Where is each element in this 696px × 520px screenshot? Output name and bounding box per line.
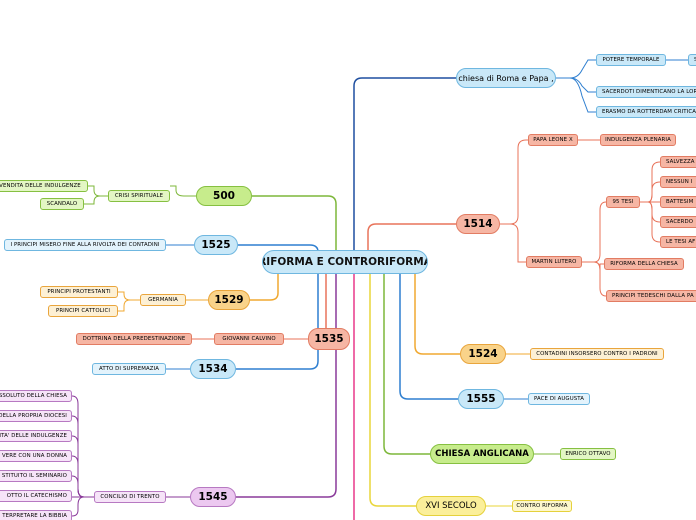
link-anglicana xyxy=(383,274,430,455)
leaf-crisi-spirituale[interactable]: CRISI SPIRITUALE xyxy=(108,190,170,202)
leaf-tesi-salvezza[interactable]: SALVEZZA xyxy=(660,156,696,168)
topic-chiesa-roma[interactable]: chiesa di Roma e Papa , xyxy=(456,68,556,88)
topic-1529[interactable]: 1529 xyxy=(208,290,250,310)
leaf-principi-tedeschi[interactable]: PRINCIPI TEDESCHI DALLA PA xyxy=(606,290,696,302)
leaf-concilio-item-5[interactable]: STITUITO IL SEMINARIO xyxy=(0,470,72,482)
leaf-erasmo[interactable]: ERASMO DA ROTTERDAM CRITICA xyxy=(596,106,696,118)
link-chiesa xyxy=(353,77,456,250)
leaf-enrico-ottavo[interactable]: ENRICO OTTAVO xyxy=(560,448,616,460)
leaf-tesi-battesimo[interactable]: BATTESIM xyxy=(660,196,696,208)
topic-1535[interactable]: 1535 xyxy=(308,328,350,350)
leaf-principi-protestanti[interactable]: PRINCIPI PROTESTANTI xyxy=(40,286,118,298)
leaf-sub-s[interactable]: S xyxy=(688,54,696,66)
leaf-riforma-chiesa[interactable]: RIFORMA DELLA CHIESA xyxy=(604,258,684,270)
leaf-dottrina-predestinazione[interactable]: DOTTRINA DELLA PREDESTINAZIONE xyxy=(76,333,192,345)
leaf-martin-lutero[interactable]: MARTIN LUTERO xyxy=(526,256,582,268)
topic-1545[interactable]: 1545 xyxy=(190,487,236,507)
leaf-giovanni-calvino[interactable]: GIOVANNI CALVINO xyxy=(214,333,284,345)
leaf-tesi-affisse[interactable]: LE TESI AF xyxy=(660,236,696,248)
topic-1534[interactable]: 1534 xyxy=(190,359,236,379)
leaf-atto-supremazia[interactable]: ATTO DI SUPREMAZIA xyxy=(92,363,166,375)
leaf-concilio-trento[interactable]: CONCILIO DI TRENTO xyxy=(94,491,166,503)
leaf-principi-misero-fine[interactable]: I PRINCIPI MISERO FINE ALLA RIVOLTA DEI … xyxy=(4,239,166,251)
leaf-concilio-item-6[interactable]: OTTO IL CATECHISMO xyxy=(0,490,72,502)
leaf-concilio-item-1[interactable]: ASSOLUTO DELLA CHIESA xyxy=(0,390,72,402)
leaf-95-tesi[interactable]: 95 TESI xyxy=(606,196,640,208)
leaf-germania[interactable]: GERMANIA xyxy=(140,294,186,306)
leaf-indulgenza-plenaria[interactable]: INDULGENZA PLENARIA xyxy=(600,134,676,146)
leaf-concilio-item-2[interactable]: DELLA PROPRIA DIOCESI xyxy=(0,410,72,422)
link-1524 xyxy=(414,274,460,355)
leaf-sacerdoti[interactable]: SACERDOTI DIMENTICANO LA LORO MISSIONE xyxy=(596,86,696,98)
link-1534 xyxy=(236,274,319,370)
leaf-tesi-sacerdoti[interactable]: SACERDO xyxy=(660,216,696,228)
topic-1525[interactable]: 1525 xyxy=(194,235,238,255)
leaf-principi-cattolici[interactable]: PRINCIPI CATTOLICI xyxy=(48,305,118,317)
leaf-concilio-item-4[interactable]: VERE CON UNA DONNA xyxy=(0,450,72,462)
leaf-pace-augusta[interactable]: PACE DI AUGUSTA xyxy=(528,393,590,405)
central-topic[interactable]: RIFORMA E CONTRORIFORMA xyxy=(262,250,428,274)
link-1514 xyxy=(367,223,456,250)
link-1545 xyxy=(236,274,337,498)
leaf-scandalo[interactable]: SCANDALO xyxy=(40,198,84,210)
leaf-concilio-item-7[interactable]: TERPRETARE LA BIBBIA xyxy=(0,510,72,520)
link-xvi xyxy=(369,274,416,507)
leaf-vendita-indulgenze[interactable]: VENDITA DELLE INDULGENZE xyxy=(0,180,88,192)
topic-1524[interactable]: 1524 xyxy=(460,344,506,364)
topic-1514[interactable]: 1514 xyxy=(456,214,500,234)
leaf-potere-temporale[interactable]: POTERE TEMPORALE xyxy=(596,54,666,66)
leaf-papa-leone[interactable]: PAPA LEONE X xyxy=(528,134,578,146)
topic-1555[interactable]: 1555 xyxy=(458,389,504,409)
topic-500[interactable]: 500 xyxy=(196,186,252,206)
leaf-contro-riforma[interactable]: CONTRO RIFORMA xyxy=(512,500,572,512)
leaf-concilio-item-3[interactable]: ITA' DELLE INDULGENZE xyxy=(0,430,72,442)
topic-chiesa-anglicana[interactable]: CHIESA ANGLICANA xyxy=(430,444,534,464)
link-1555 xyxy=(399,274,458,400)
link-500 xyxy=(252,195,337,250)
leaf-contadini-insorsero[interactable]: CONTADINI INSORSERO CONTRO I PADRONI xyxy=(530,348,664,360)
topic-xvi-secolo[interactable]: XVI SECOLO xyxy=(416,496,486,516)
leaf-tesi-nessun[interactable]: NESSUN I xyxy=(660,176,696,188)
link-1529 xyxy=(250,274,279,301)
